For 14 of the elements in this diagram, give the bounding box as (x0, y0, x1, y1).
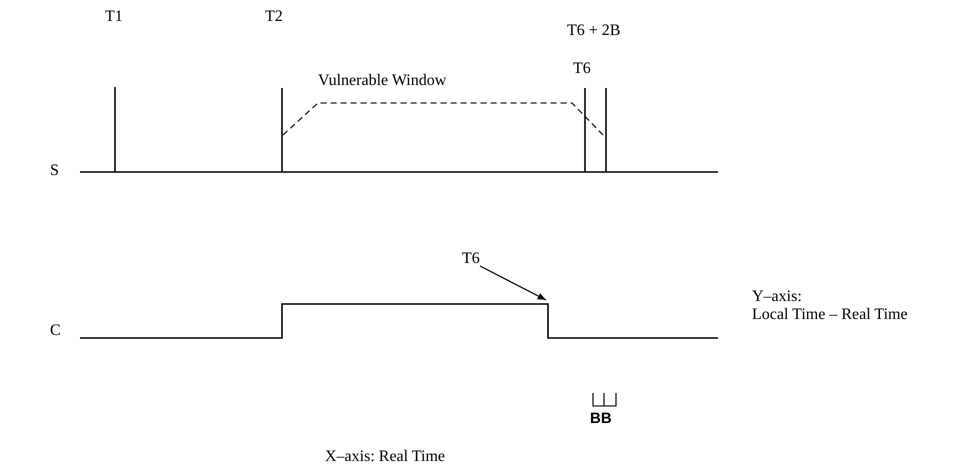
axis-note: X–axis: Real Time (325, 448, 446, 466)
time-label: BB (590, 410, 612, 428)
signal-name: C (50, 322, 61, 340)
signal-name: S (50, 162, 59, 180)
step-waveform (80, 303, 718, 339)
time-label: T1 (105, 8, 123, 26)
axis-note: Y–axis: (752, 288, 802, 306)
axis-note: Local Time – Real Time (752, 306, 908, 324)
time-label: Vulnerable Window (318, 72, 446, 90)
callout-label: T6 (462, 250, 480, 268)
time-label: T2 (265, 8, 283, 26)
time-label: T6 + 2B (567, 22, 620, 40)
time-label: T6 (573, 60, 591, 78)
leader-line (480, 265, 546, 301)
